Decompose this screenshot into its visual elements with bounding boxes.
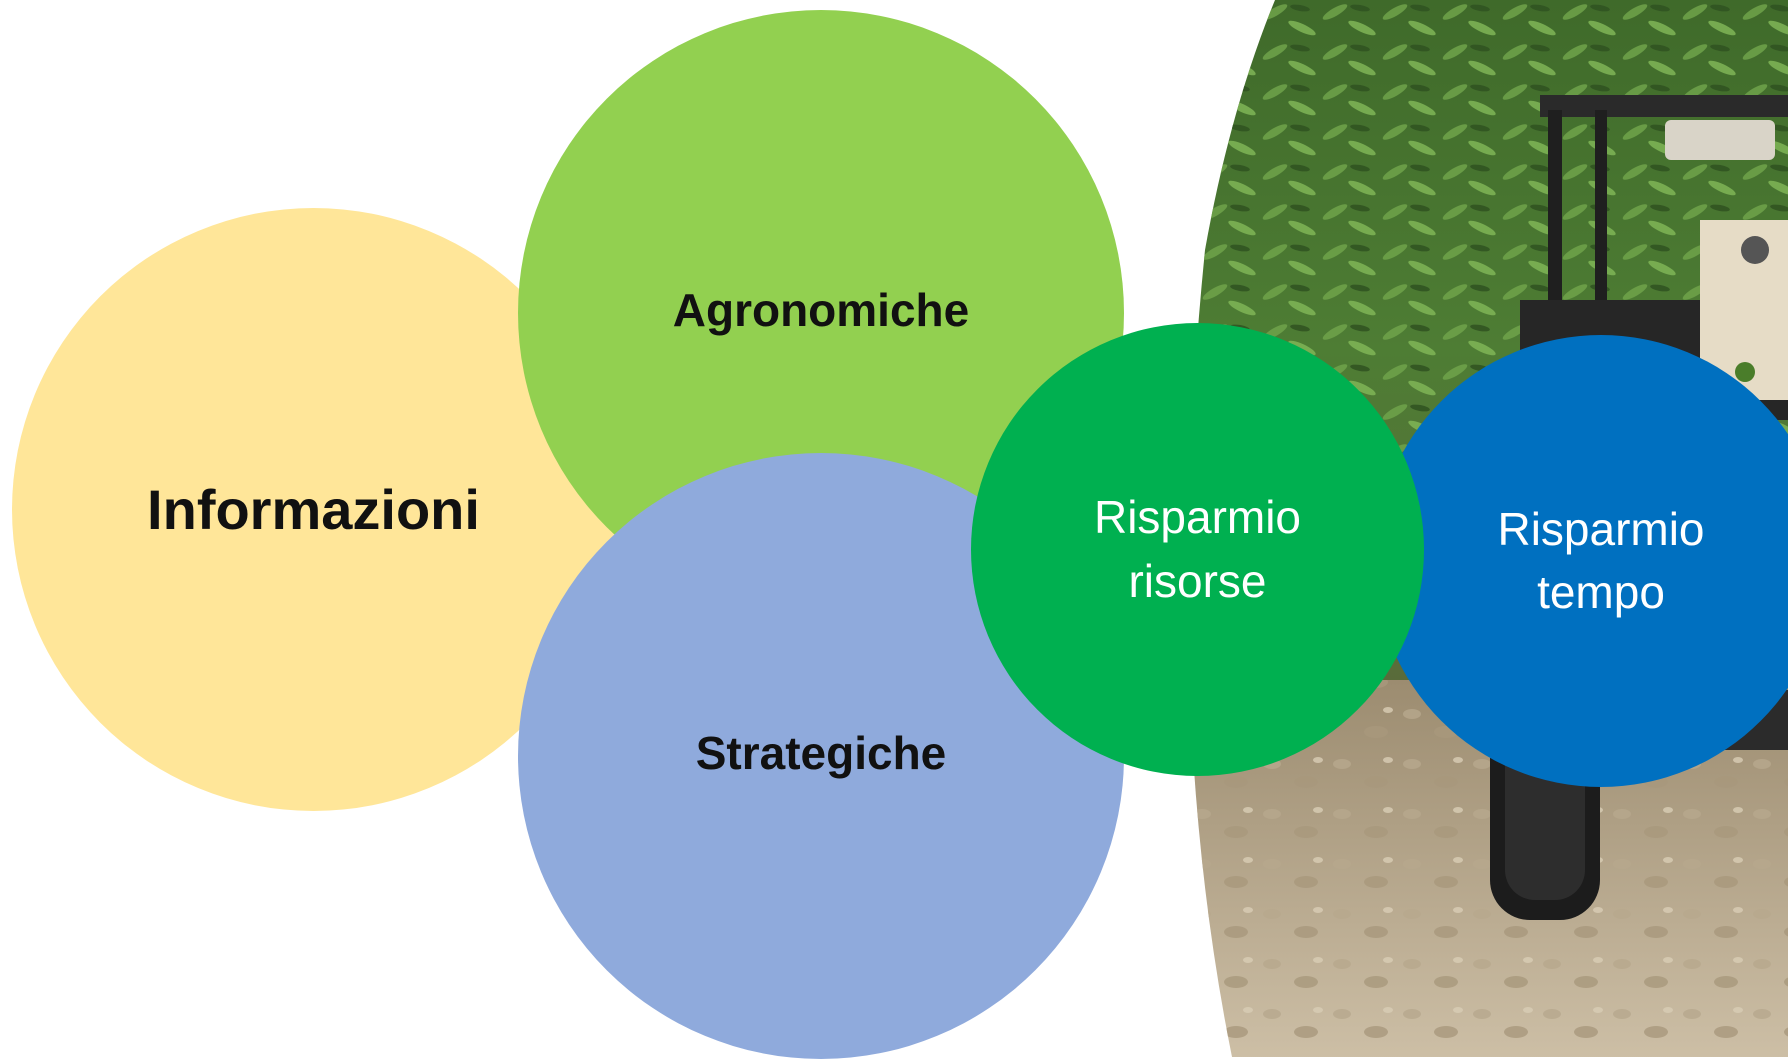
circle-informazioni: Informazioni: [12, 208, 615, 811]
label-strategiche: Strategiche: [695, 727, 947, 779]
label-risparmio-tempo: Risparmio tempo: [1497, 498, 1704, 625]
label-informazioni: Informazioni: [147, 478, 480, 541]
circle-risparmio-tempo: Risparmio tempo: [1375, 335, 1788, 787]
circle-risparmio-risorse: Risparmio risorse: [971, 323, 1424, 776]
label-line: Risparmio: [1497, 502, 1705, 555]
label-line: Risparmio: [1093, 491, 1302, 544]
label-line: tempo: [1537, 566, 1665, 618]
label-risparmio-risorse: Risparmio risorse: [1094, 486, 1301, 613]
label-line: risorse: [1128, 554, 1267, 607]
label-agronomiche: Agronomiche: [672, 284, 970, 336]
